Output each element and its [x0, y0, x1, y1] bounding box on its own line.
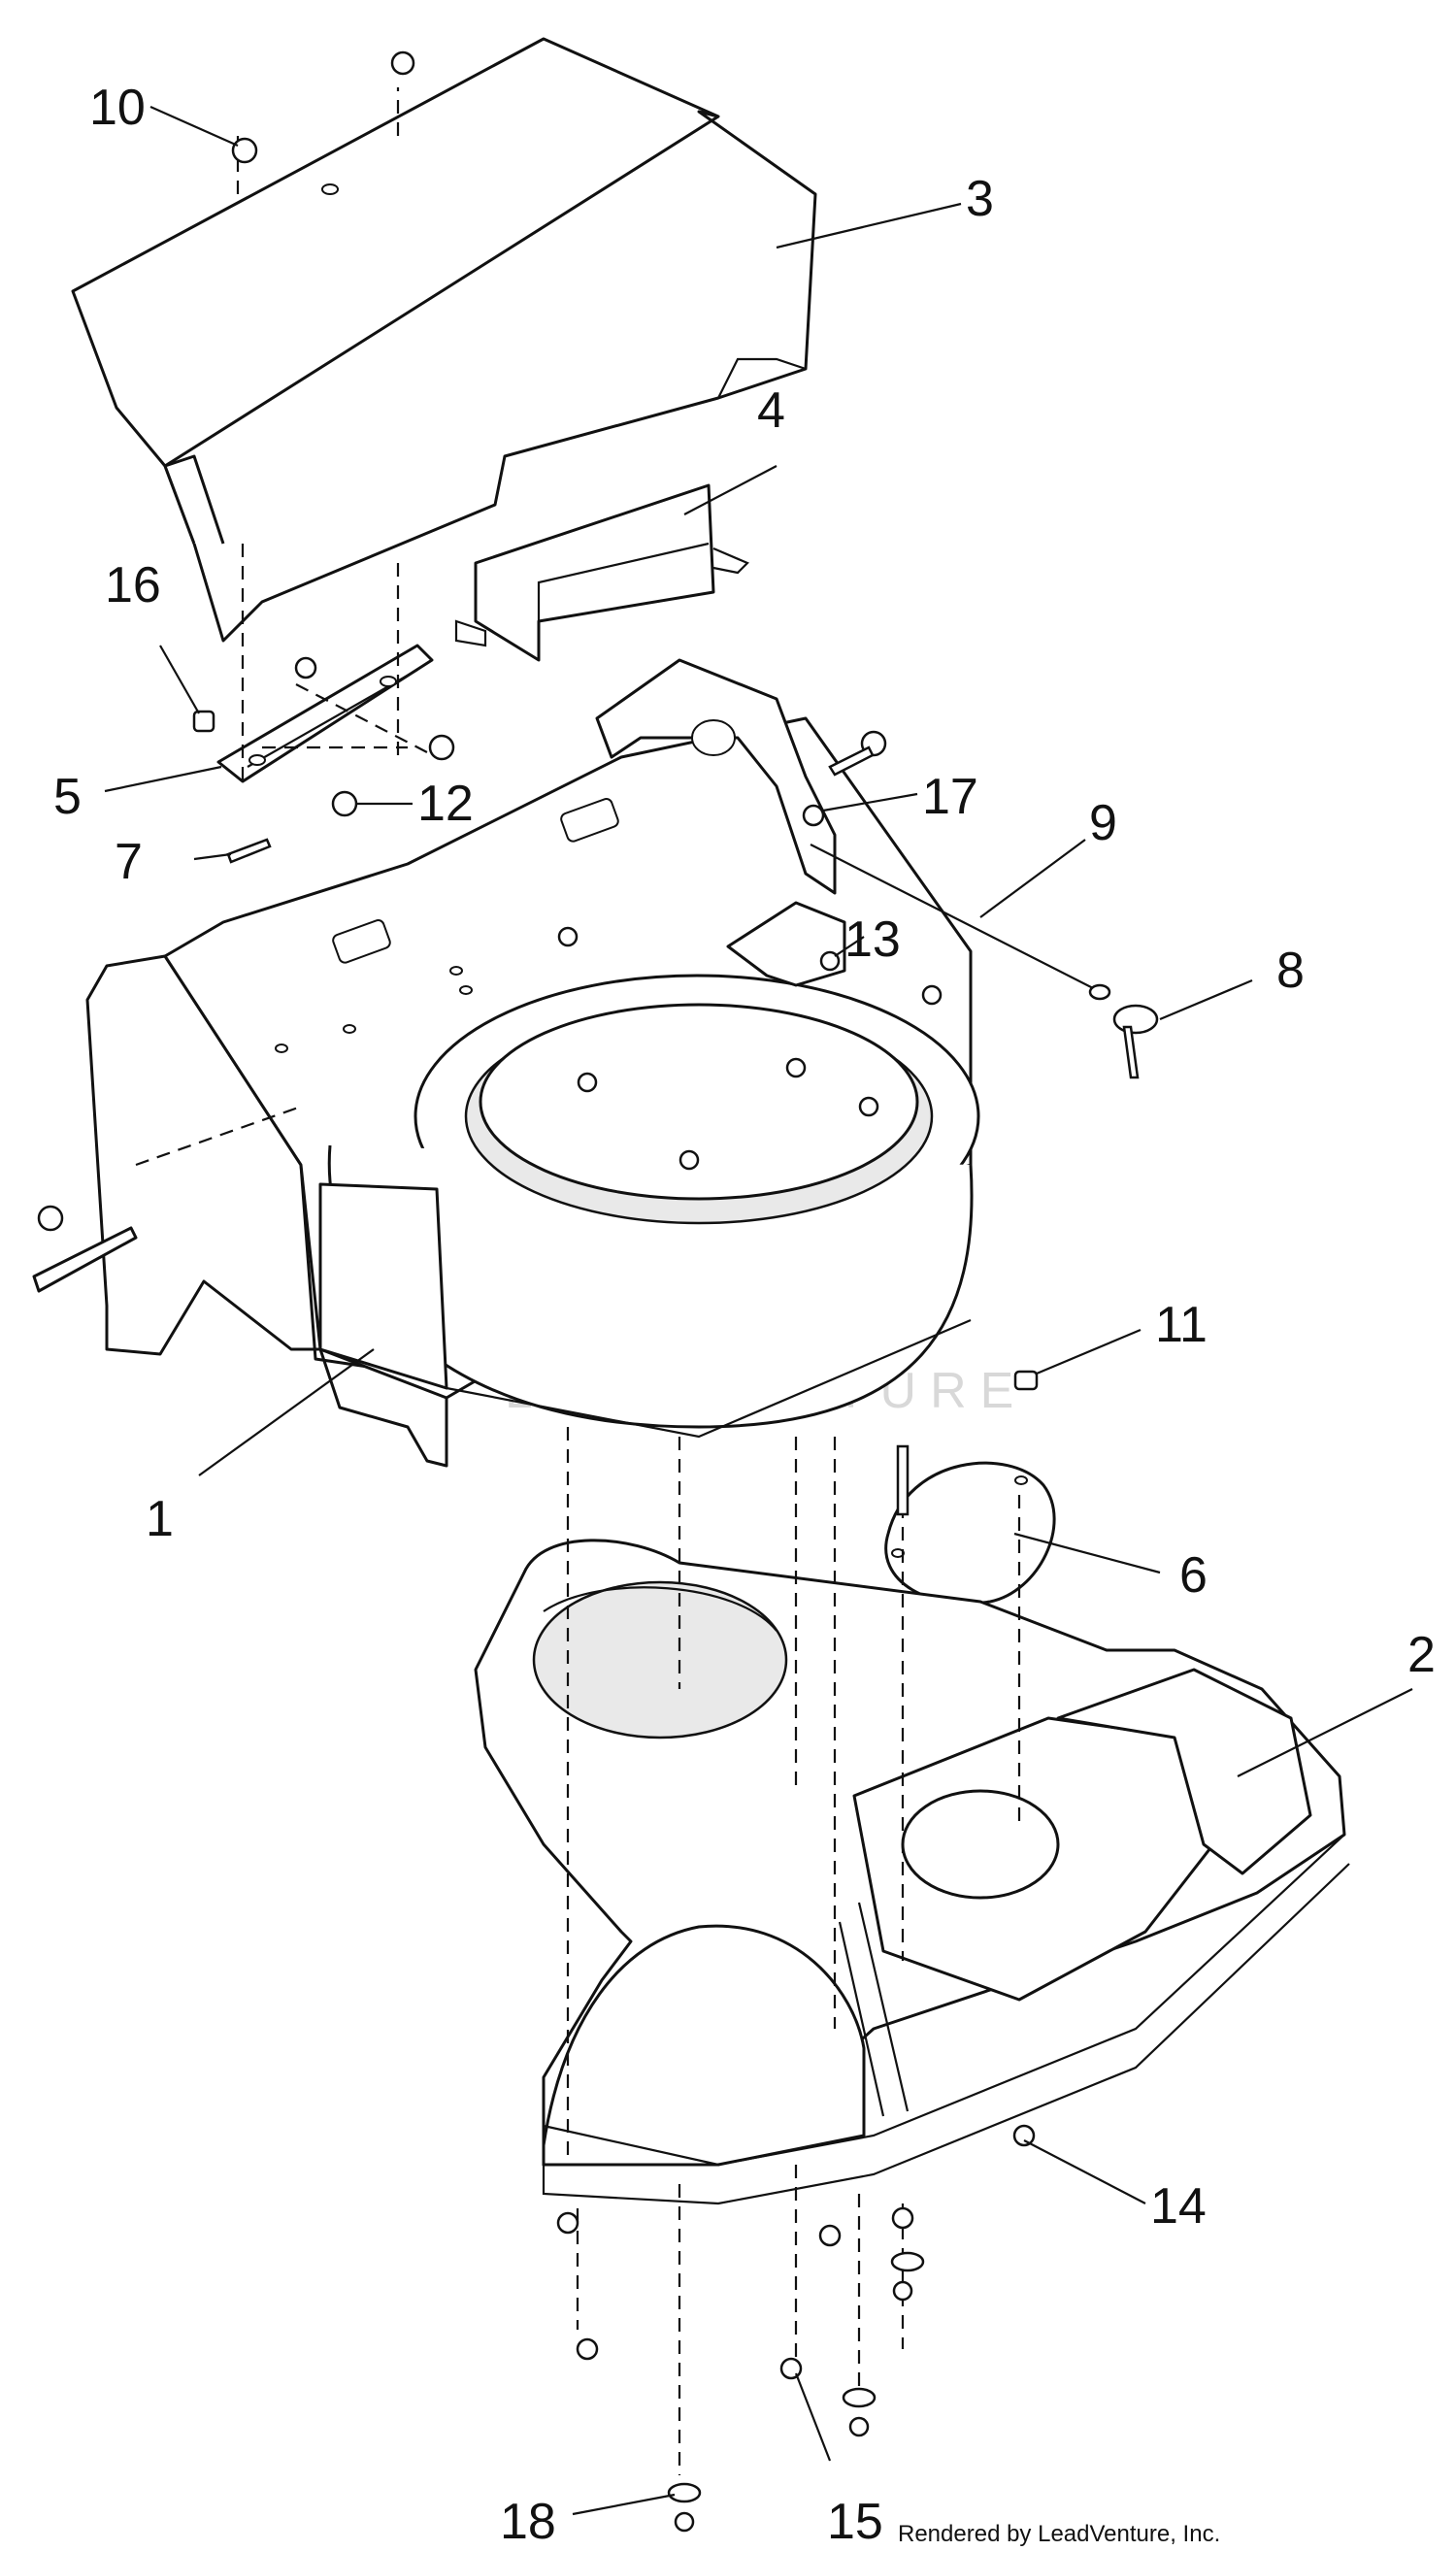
- callout-11: 11: [1155, 1297, 1208, 1353]
- cover-plate-part-6: [884, 1461, 1056, 1606]
- bracket-part-4: [454, 483, 749, 662]
- lower-housing-part-2: [474, 1539, 1350, 2205]
- hardware: [37, 50, 1159, 2533]
- blower-frame-part-1: [32, 658, 980, 1468]
- callout-17: 17: [922, 769, 978, 825]
- callout-8: 8: [1276, 943, 1305, 999]
- callout-13: 13: [844, 911, 901, 968]
- assembly-lines: [135, 87, 1021, 2475]
- bar-bracket-part-5: [216, 644, 434, 783]
- callout-16: 16: [105, 557, 161, 613]
- callout-10: 10: [89, 80, 146, 136]
- callout-14: 14: [1150, 2178, 1207, 2235]
- callout-5: 5: [53, 769, 82, 825]
- callout-labels: 10 3 4 16 5 12 7 17 9 13 8 11 6 2 1 14 1…: [53, 80, 1436, 2550]
- credit-text: Rendered by LeadVenture, Inc.: [898, 2521, 1220, 2547]
- callout-6: 6: [1179, 1547, 1208, 1604]
- callout-9: 9: [1089, 795, 1117, 851]
- callout-1: 1: [146, 1491, 174, 1547]
- callout-18: 18: [500, 2494, 556, 2550]
- callout-3: 3: [966, 171, 994, 227]
- leader-lines: [104, 105, 1413, 2516]
- callout-4: 4: [757, 382, 785, 439]
- top-cover-part-3: [71, 37, 817, 643]
- callout-7: 7: [115, 834, 143, 890]
- callout-12: 12: [417, 776, 474, 832]
- callout-15: 15: [827, 2494, 883, 2550]
- callout-2: 2: [1407, 1627, 1436, 1683]
